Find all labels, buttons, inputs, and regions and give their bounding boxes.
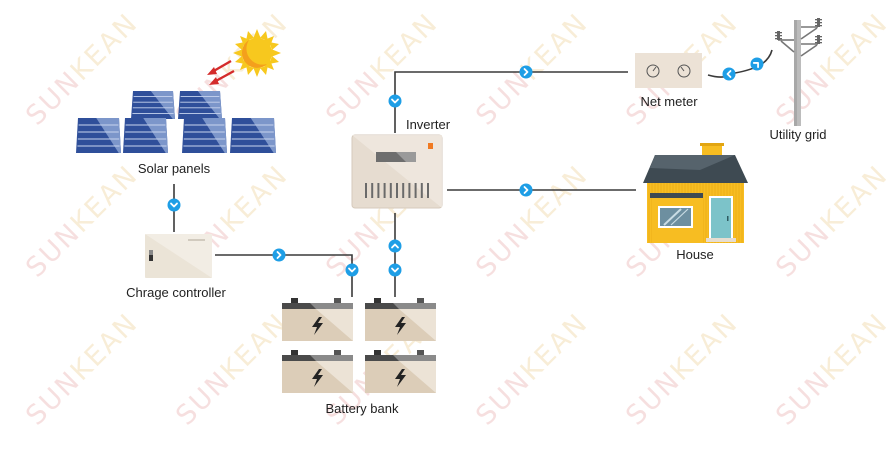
flow-arrow-down-icon xyxy=(388,94,402,108)
solar-panel xyxy=(178,91,222,119)
flow-arrow-right-icon xyxy=(272,248,286,262)
solar-panels-icon xyxy=(76,91,276,153)
flow-arrow-left-icon xyxy=(722,67,736,81)
sun-icon xyxy=(233,29,281,77)
line-controller-to-battery xyxy=(215,254,353,297)
flow-arrow-down-icon xyxy=(345,263,359,277)
net-meter-icon xyxy=(635,53,702,88)
solar-panel xyxy=(76,118,121,153)
lightning-bolt-icon xyxy=(395,317,406,335)
utility-grid-label: Utility grid xyxy=(769,127,827,142)
battery xyxy=(282,298,353,341)
charge-controller-icon xyxy=(145,234,212,278)
house-label: House xyxy=(676,247,714,262)
solar-panel xyxy=(230,118,276,153)
flow-arrow-right-icon xyxy=(519,65,533,79)
lightning-bolt-icon xyxy=(395,369,406,387)
utility-pole-icon xyxy=(775,18,822,126)
flow-arrow-upright-icon xyxy=(750,57,764,71)
battery-bank-label: Battery bank xyxy=(325,401,399,416)
lightning-bolt-icon xyxy=(312,369,323,387)
sunlight-arrows xyxy=(207,59,235,85)
flow-arrow-down-icon xyxy=(167,198,181,212)
flow-arrows xyxy=(167,57,764,277)
battery-bank-icon xyxy=(282,298,436,393)
inverter-label: Inverter xyxy=(405,117,451,132)
battery xyxy=(282,350,353,393)
flow-arrow-down-icon xyxy=(388,263,402,277)
line-inverter-to-netmeter xyxy=(394,71,628,133)
battery xyxy=(365,298,436,341)
flow-arrow-up-icon xyxy=(388,239,402,253)
charge-controller-label: Chrage controller xyxy=(126,285,226,300)
solar-panel xyxy=(123,118,168,153)
solar-panel xyxy=(131,91,175,119)
solar-panels-label: Solar panels xyxy=(137,161,211,176)
house-icon xyxy=(643,143,748,243)
solar-panel xyxy=(182,118,227,153)
flow-arrow-right-icon xyxy=(519,183,533,197)
net-meter-label: Net meter xyxy=(640,94,698,109)
lightning-bolt-icon xyxy=(312,317,323,335)
battery xyxy=(365,350,436,393)
inverter-icon xyxy=(351,134,443,209)
